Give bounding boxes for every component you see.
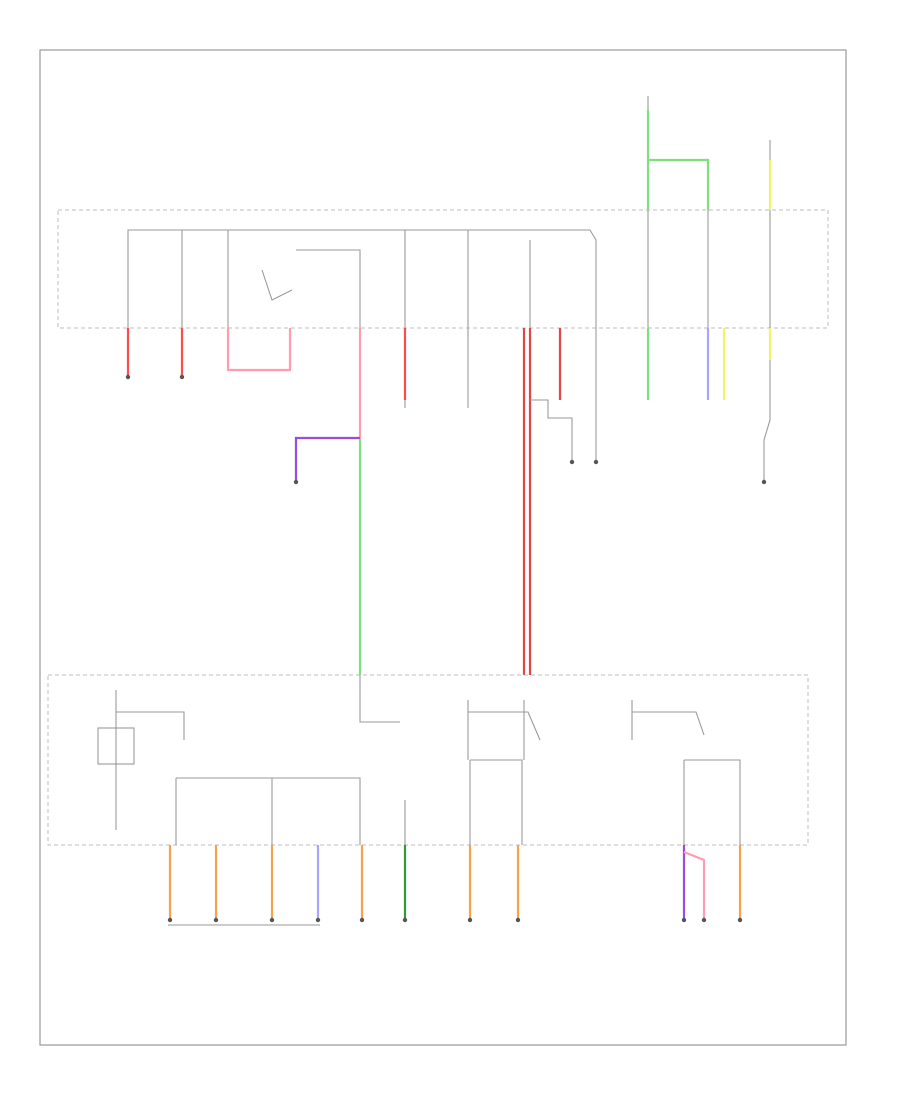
upper-junction-box — [57, 209, 829, 329]
page-frame — [39, 49, 847, 1046]
top-feed-wires — [646, 96, 772, 210]
lower-junction-box — [47, 674, 809, 846]
lower-box-output-wires — [167, 845, 743, 926]
lower-box-internal-wiring — [97, 675, 741, 845]
upper-box-output-wires — [125, 328, 772, 675]
upper-box-internal-wiring — [127, 210, 771, 328]
